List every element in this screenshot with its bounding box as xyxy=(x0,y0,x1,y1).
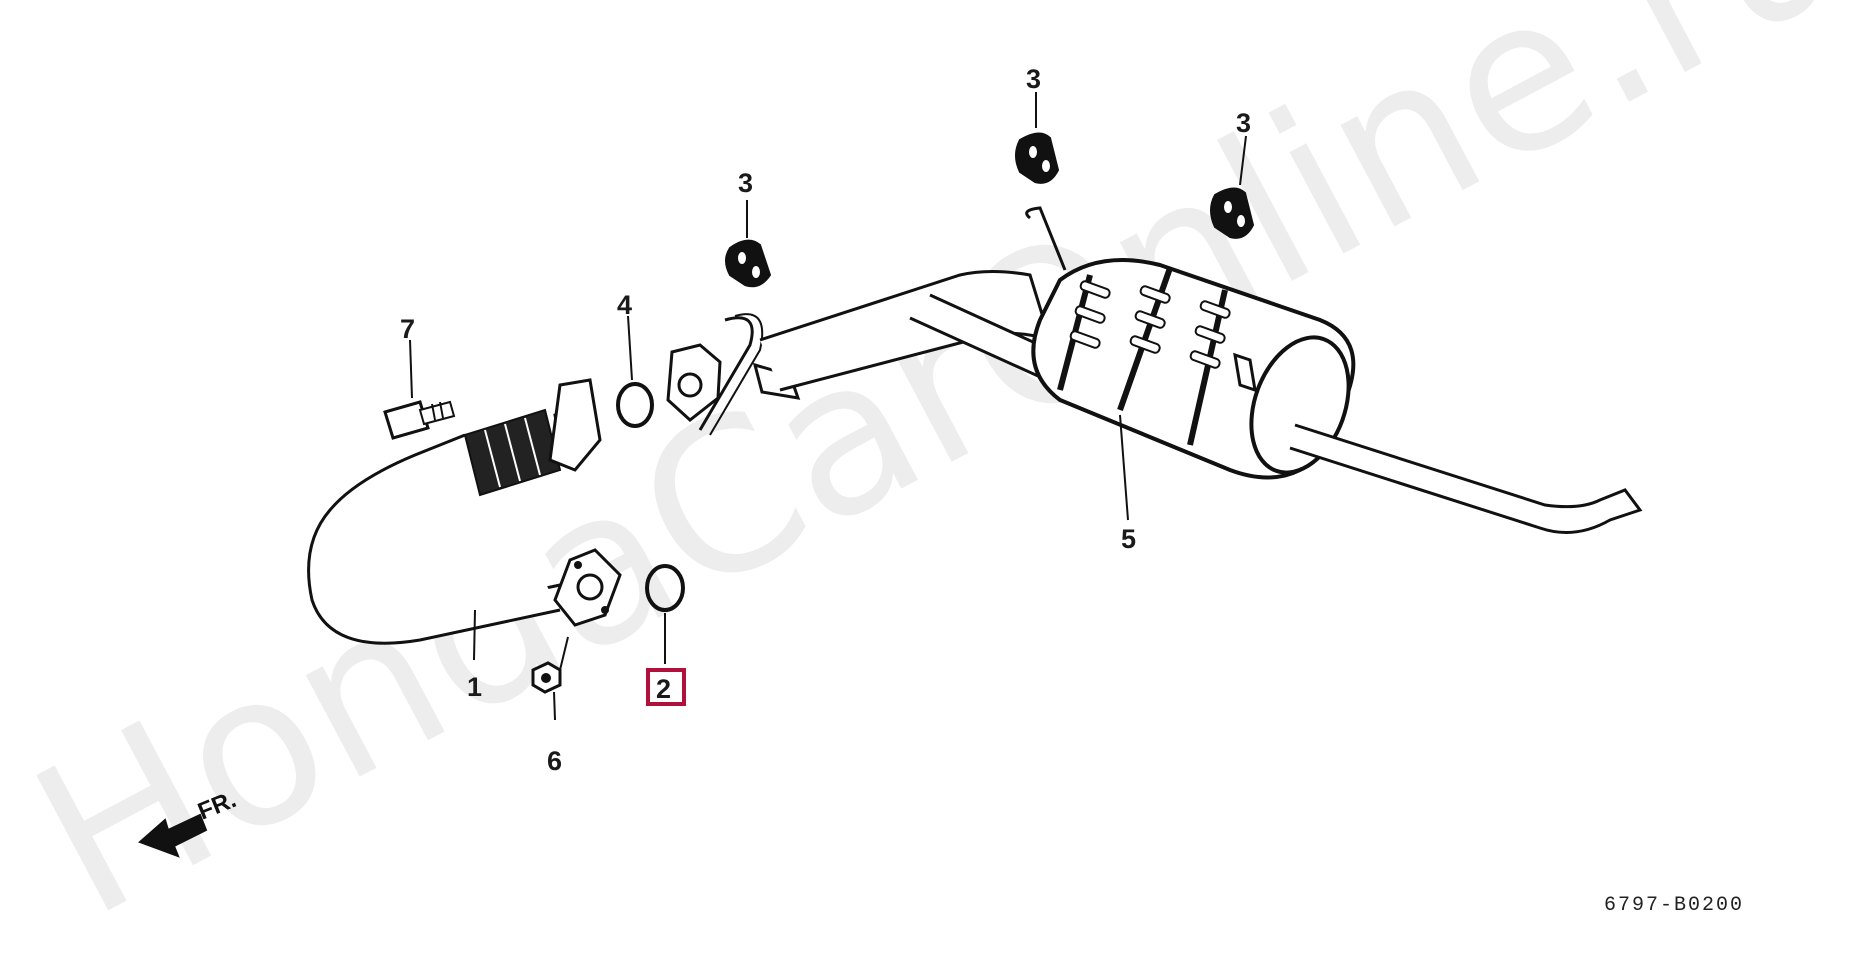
callout-3c: 3 xyxy=(1236,108,1251,138)
callout-3a: 3 xyxy=(738,168,753,198)
callout-2: 2 xyxy=(656,674,671,704)
callout-1: 1 xyxy=(467,672,482,702)
flex-joint xyxy=(463,408,562,497)
tailpipe[interactable] xyxy=(1289,423,1643,534)
muffler-5[interactable] xyxy=(1025,206,1367,486)
rubber-mount-3c[interactable] xyxy=(1210,187,1255,239)
callout-7: 7 xyxy=(400,314,415,344)
rubber-mount-3b[interactable] xyxy=(1015,132,1060,184)
callout-5: 5 xyxy=(1121,524,1136,554)
callout-2-highlight[interactable]: 2 xyxy=(646,668,686,706)
exhaust-pipe-1[interactable] xyxy=(307,378,622,645)
middle-pipe-flange[interactable] xyxy=(666,313,801,436)
diagram-code: 6797-B0200 xyxy=(1604,894,1744,917)
rubber-mount-3a[interactable] xyxy=(725,239,772,288)
bolt-7[interactable] xyxy=(383,400,456,440)
gasket-4[interactable] xyxy=(616,382,654,428)
leader-lines xyxy=(409,92,1247,721)
nut-6[interactable] xyxy=(531,661,562,694)
front-arrow-icon xyxy=(138,813,208,858)
front-direction-indicator: FR. xyxy=(138,786,240,858)
callout-4: 4 xyxy=(617,290,632,320)
callout-3b: 3 xyxy=(1026,64,1041,94)
callout-6: 6 xyxy=(547,746,562,776)
gasket-2[interactable] xyxy=(645,564,685,612)
